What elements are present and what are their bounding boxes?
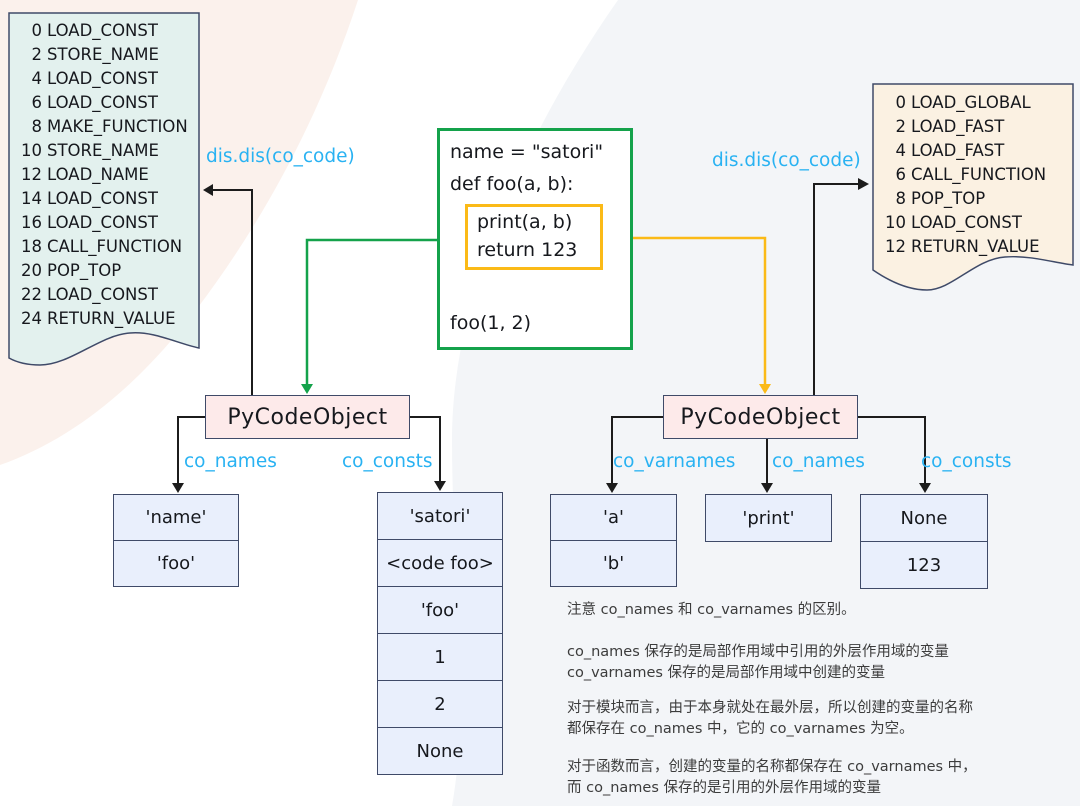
function-co-names-arrowhead (761, 483, 773, 493)
module-co-consts-arrowhead (434, 481, 446, 491)
module-co-names-table: 'name' 'foo' (113, 494, 239, 587)
note-line: 而 co_names 保存的是引用的外层作用域的变量 (567, 780, 881, 796)
value-cell: 123 (861, 541, 987, 588)
code-line-name-assign: name = "satori" (450, 141, 604, 163)
code-line-foo-call: foo(1, 2) (450, 312, 532, 334)
value-cell: 'print' (742, 507, 795, 529)
function-co-names-table: 'print' (705, 494, 832, 542)
value-cell: 'foo' (114, 540, 238, 586)
module-co-consts-table: 'satori' <code foo> 'foo' 1 2 None (377, 492, 503, 775)
code-line-return: return 123 (477, 239, 578, 261)
value-cell: 'b' (551, 540, 676, 586)
value-cell: 'name' (145, 507, 207, 528)
code-line-print: print(a, b) (477, 211, 573, 233)
note-line: co_varnames 保存的是局部作用域中创建的变量 (567, 665, 886, 681)
module-co-names-arrowhead (172, 483, 184, 493)
module-co-consts-arrow (410, 416, 441, 483)
function-co-varnames-arrow (611, 416, 663, 485)
module-scroll-shape (8, 12, 200, 366)
function-co-consts-table: None 123 (860, 494, 988, 589)
dis-right-arrowhead (858, 178, 869, 190)
notes-paragraph-2: co_names 保存的是局部作用域中引用的外层作用域的变量 co_varnam… (567, 642, 949, 684)
code-line-def-foo: def foo(a, b): (450, 173, 574, 195)
value-cell: 1 (378, 633, 502, 680)
module-co-consts-label: co_consts (342, 451, 433, 472)
value-cell: 'foo' (378, 586, 502, 633)
function-co-varnames-label: co_varnames (613, 451, 736, 472)
value-cell: 'a' (603, 507, 624, 528)
value-cell: None (378, 727, 502, 774)
dis-right-arrow (813, 183, 860, 395)
notes-paragraph-1: 注意 co_names 和 co_varnames 的区别。 (567, 600, 856, 621)
value-cell: <code foo> (378, 539, 502, 586)
value-cell: None (900, 507, 948, 529)
function-code-arrow (603, 236, 767, 387)
function-co-varnames-table: 'a' 'b' (550, 494, 677, 587)
module-co-names-label: co_names (184, 451, 277, 472)
note-line: 对于函数而言，创建的变量的名称都保存在 co_varnames 中， (567, 759, 977, 775)
dis-left-arrow (211, 189, 253, 395)
note-line: co_names 保存的是局部作用域中引用的外层作用域的变量 (567, 644, 949, 660)
module-code-arrow (305, 238, 438, 387)
function-scroll-shape (872, 83, 1074, 291)
notes-paragraph-3: 对于模块而言，由于本身就处在最外层，所以创建的变量的名称 都保存在 co_nam… (567, 698, 973, 740)
dis-left-arrowhead (203, 184, 213, 196)
function-co-names-label: co_names (772, 451, 865, 472)
note-line: 对于模块而言，由于本身就处在最外层，所以创建的变量的名称 (567, 700, 973, 716)
function-co-varnames-arrowhead (606, 483, 618, 493)
note-line: 注意 co_names 和 co_varnames 的区别。 (567, 602, 856, 618)
dis-right-label: dis.dis(co_code) (712, 150, 861, 171)
dis-left-label: dis.dis(co_code) (206, 146, 355, 167)
notes-paragraph-4: 对于函数而言，创建的变量的名称都保存在 co_varnames 中， 而 co_… (567, 757, 977, 799)
module-code-arrowhead (301, 384, 313, 394)
function-co-consts-label: co_consts (921, 451, 1012, 472)
module-pycodeobject-box: PyCodeObject (205, 395, 410, 439)
source-code-box: name = "satori" def foo(a, b): print(a, … (437, 128, 633, 350)
function-co-consts-arrowhead (919, 483, 931, 493)
function-pycodeobject-box: PyCodeObject (663, 395, 858, 439)
function-code-arrowhead (759, 384, 771, 394)
value-cell: 2 (378, 680, 502, 727)
module-co-names-arrow (177, 416, 205, 485)
function-co-consts-arrow (858, 416, 926, 485)
note-line: 都保存在 co_names 中，它的 co_varnames 为空。 (567, 721, 914, 737)
function-body-highlight-box: print(a, b) return 123 (465, 204, 603, 270)
value-cell: 'satori' (409, 505, 471, 527)
